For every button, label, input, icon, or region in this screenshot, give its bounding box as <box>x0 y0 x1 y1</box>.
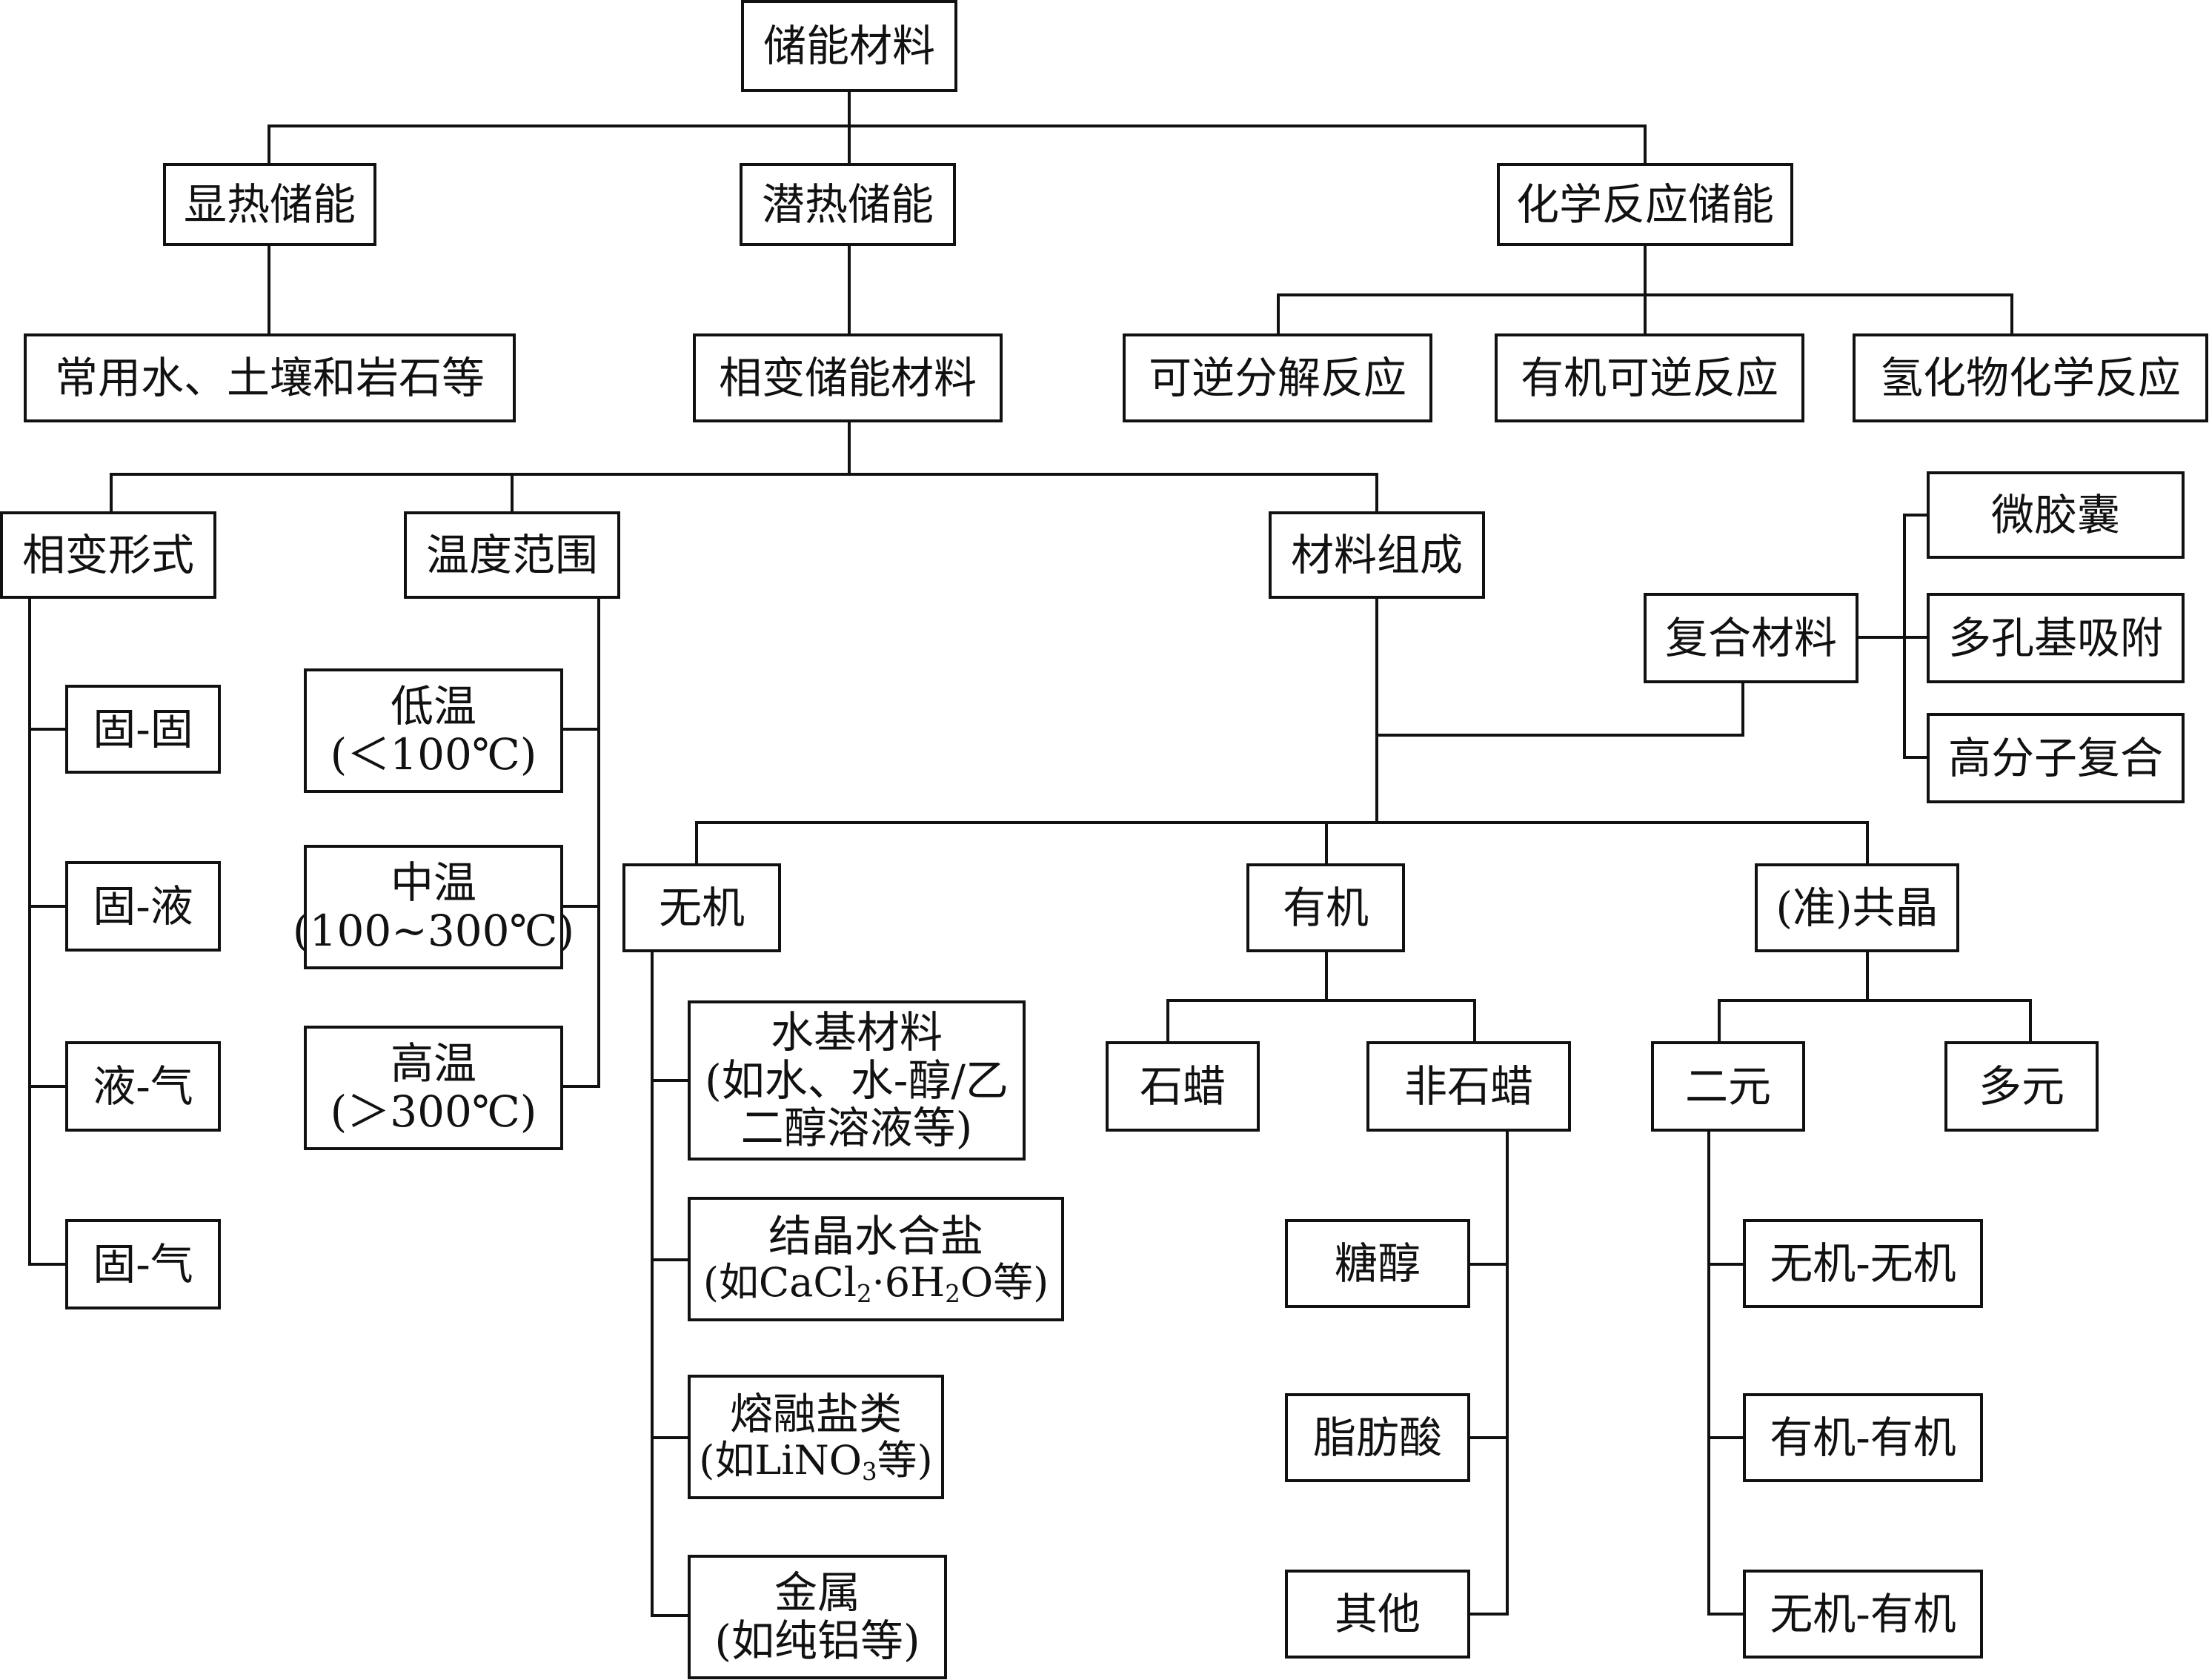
node-reversible-decomposition: 可逆分解反应 <box>1123 333 1432 422</box>
node-molten-salt: 熔融盐类 (如LiNO3等) <box>688 1375 944 1499</box>
node-pcm: 相变储能材料 <box>693 333 1003 422</box>
node-solid-liquid: 固-液 <box>65 861 221 952</box>
node-paraffin: 石蜡 <box>1106 1041 1260 1132</box>
node-binary: 二元 <box>1651 1041 1805 1132</box>
node-temp-range: 温度范围 <box>404 511 620 599</box>
node-chemical: 化学反应储能 <box>1497 163 1793 246</box>
node-inorganic-inorganic: 无机-无机 <box>1743 1219 1983 1308</box>
node-fatty-acid: 脂肪酸 <box>1285 1393 1470 1482</box>
node-root: 储能材料 <box>741 0 957 92</box>
node-inorganic: 无机 <box>622 863 781 952</box>
node-organic-reversible: 有机可逆反应 <box>1495 333 1804 422</box>
node-polymer-composite: 高分子复合 <box>1927 713 2185 803</box>
hydrated-salt-formula: (如CaCl2·6H2O等) <box>702 1259 1049 1309</box>
node-hydride-reaction: 氢化物化学反应 <box>1853 333 2208 422</box>
node-porous-adsorption: 多孔基吸附 <box>1927 593 2185 683</box>
node-sensible: 显热储能 <box>163 163 376 246</box>
node-sensible-examples: 常用水、土壤和岩石等 <box>24 333 516 422</box>
node-liquid-gas: 液-气 <box>65 1041 221 1132</box>
node-hydrated-salt: 结晶水合盐 (如CaCl2·6H2O等) <box>688 1197 1064 1321</box>
node-phase-form: 相变形式 <box>0 511 216 599</box>
node-organic-organic: 有机-有机 <box>1743 1393 1983 1482</box>
node-microcapsule: 微胶囊 <box>1927 471 2185 559</box>
node-metal: 金属(如纯铝等) <box>688 1555 947 1679</box>
node-inorganic-organic: 无机-有机 <box>1743 1570 1983 1659</box>
node-solid-gas: 固-气 <box>65 1219 221 1309</box>
node-latent: 潜热储能 <box>740 163 956 246</box>
node-solid-solid: 固-固 <box>65 685 221 774</box>
node-organic: 有机 <box>1246 863 1405 952</box>
node-composite: 复合材料 <box>1644 593 1858 683</box>
node-low-temp: 低温(＜100℃) <box>304 668 563 793</box>
molten-salt-formula: (如LiNO3等) <box>699 1437 933 1487</box>
node-high-temp: 高温(＞300℃) <box>304 1026 563 1150</box>
node-water-based: 水基材料(如水、水-醇/乙二醇溶液等) <box>688 1000 1026 1161</box>
node-non-paraffin: 非石蜡 <box>1366 1041 1571 1132</box>
node-multi: 多元 <box>1944 1041 2099 1132</box>
node-eutectic: (准)共晶 <box>1755 863 1959 952</box>
node-others: 其他 <box>1285 1570 1470 1659</box>
node-mid-temp: 中温(100~300℃) <box>293 845 574 969</box>
node-composition: 材料组成 <box>1269 511 1485 599</box>
node-sugar-alcohol: 糖醇 <box>1285 1219 1470 1308</box>
